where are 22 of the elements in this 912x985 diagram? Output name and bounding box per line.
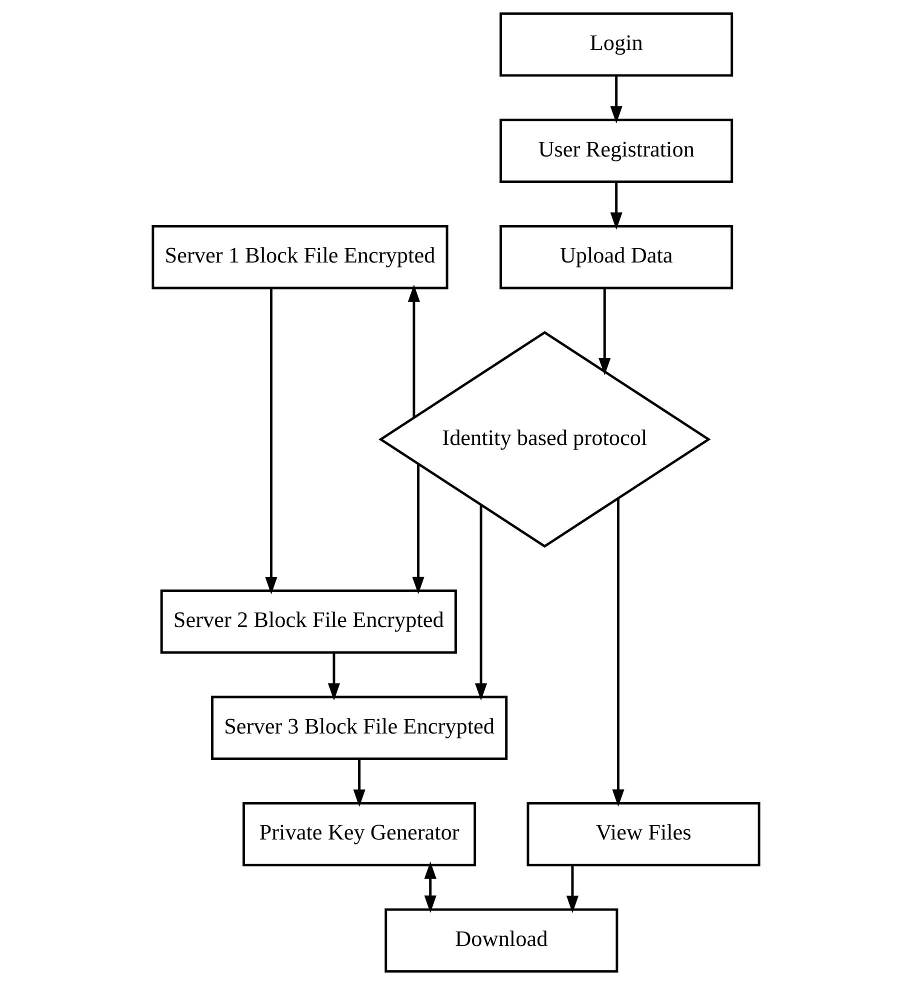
node-box: View Files [526,802,760,866]
node-box: Download [384,908,618,973]
arrow [610,76,622,124]
arrow [412,464,424,594]
arrow [566,865,579,914]
node-box: User Registration [500,118,734,183]
node-diamond: Identity based protocol [378,331,711,548]
arrow [328,652,340,701]
arrow [612,498,624,807]
node-box: Server 1 Block File Encrypted [152,224,448,290]
arrow [474,504,488,701]
node-box: Server 3 Block File Encrypted [211,696,508,760]
arrow [598,288,611,376]
node-box: Upload Data [500,224,734,290]
arrow [353,759,366,807]
arrow [408,284,420,418]
node-box: Server 2 Block File Encrypted [160,590,457,654]
node-box: Login [500,12,734,77]
arrow [424,862,436,913]
arrow [610,182,622,230]
arrow [265,288,278,594]
node-box: Private Key Generator [242,802,476,866]
